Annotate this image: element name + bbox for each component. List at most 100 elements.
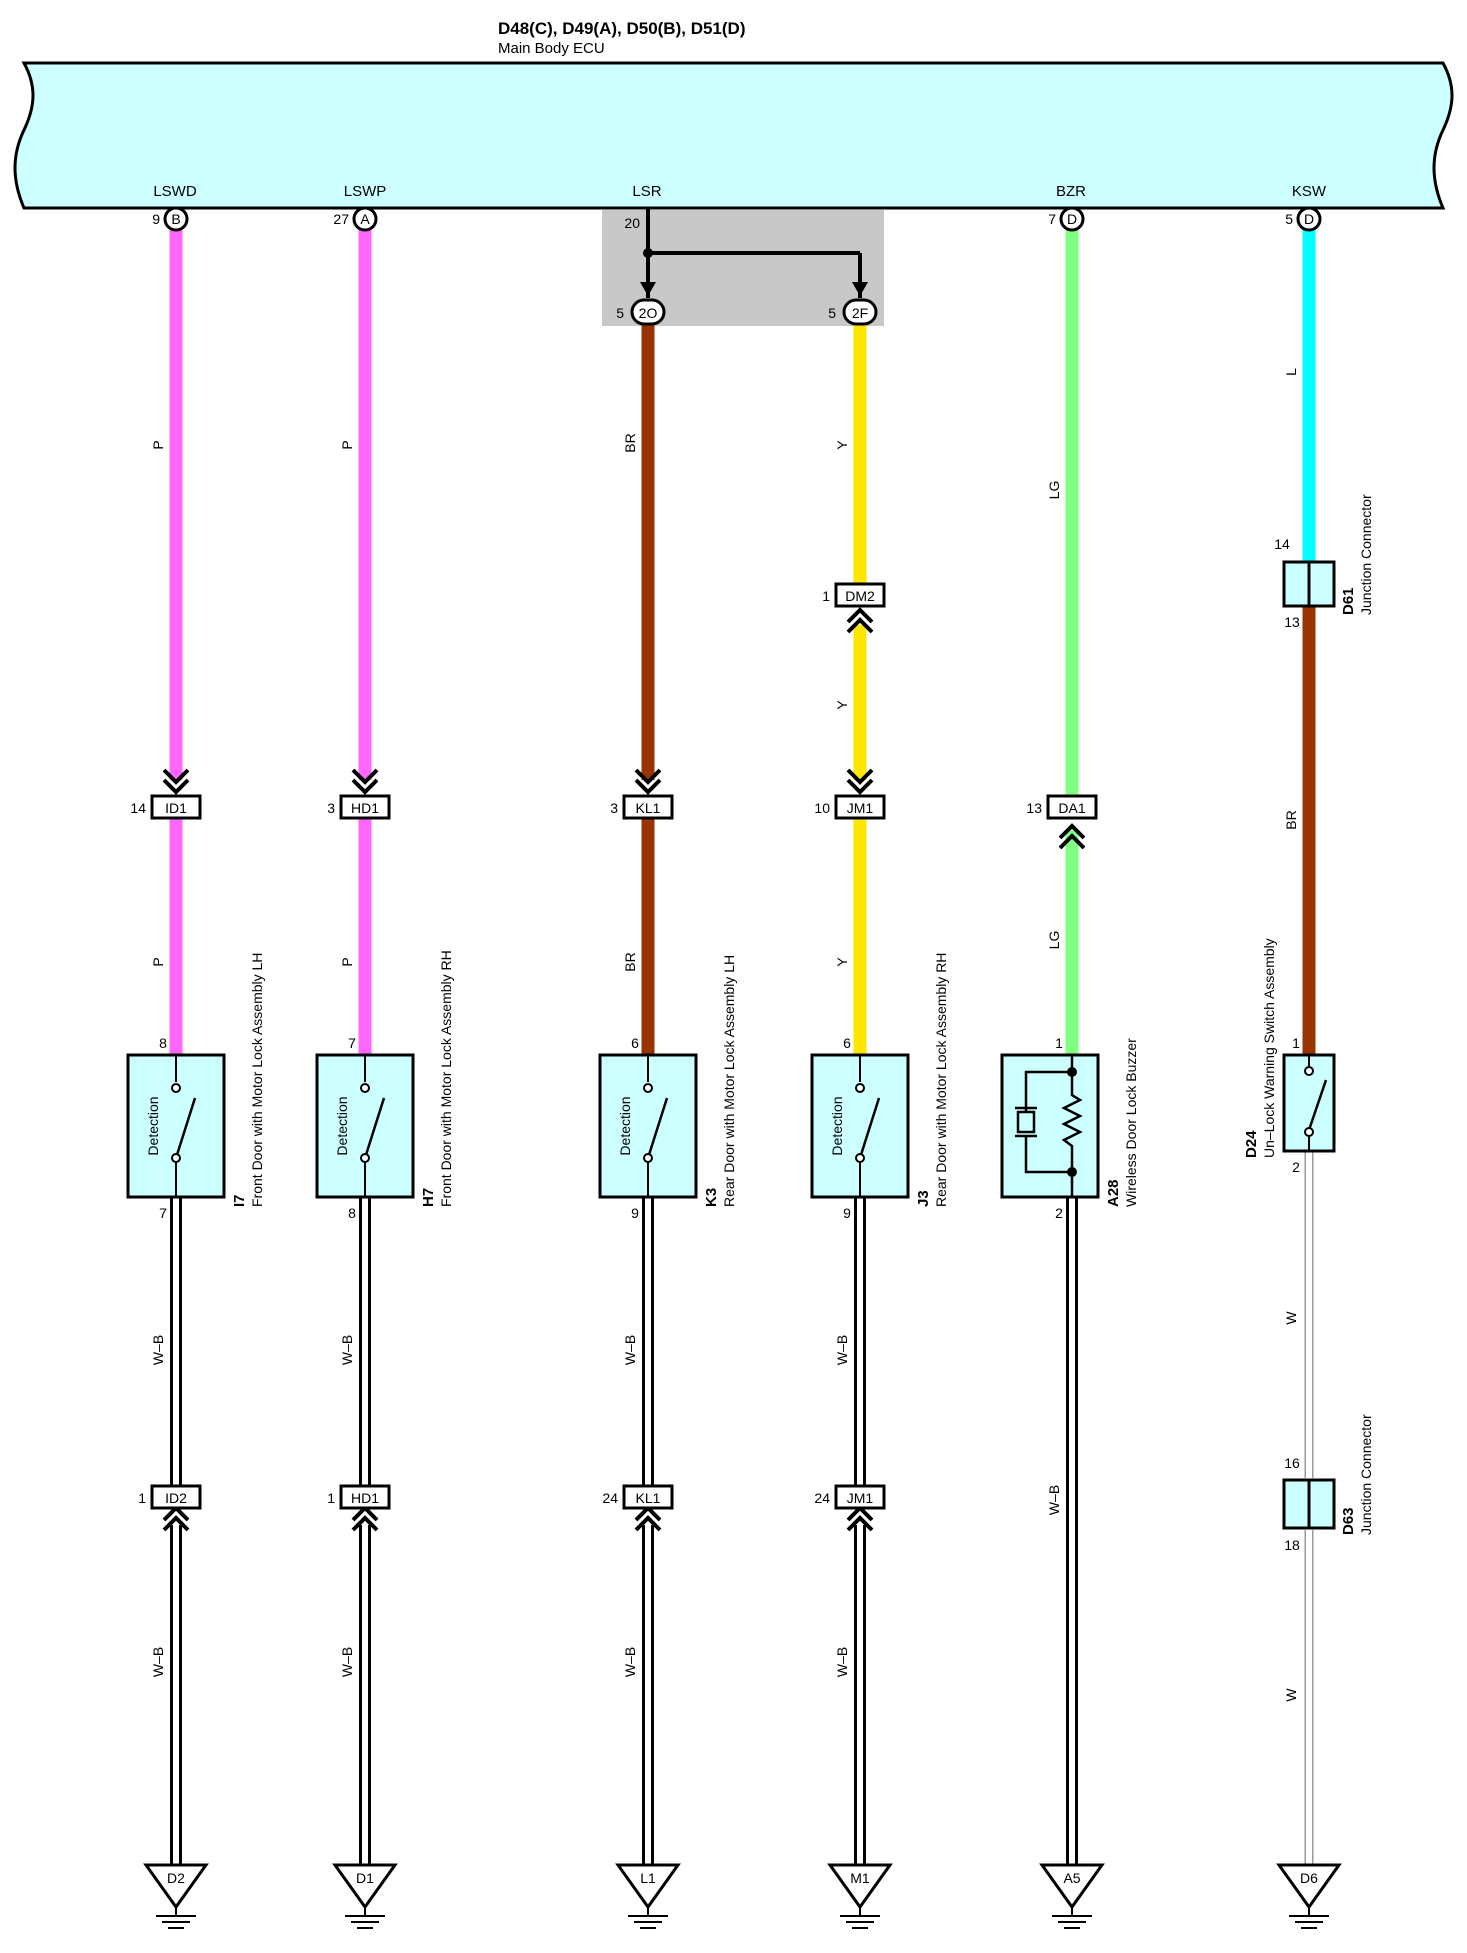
ground-icon — [143, 1863, 209, 1910]
conn-label-2o: 2O — [639, 305, 658, 321]
terminal-name-lsr: LSR — [632, 183, 661, 200]
pin-2: 2 — [1055, 1205, 1063, 1221]
wire-label-w: W — [1283, 1311, 1299, 1325]
pin-27: 27 — [333, 211, 349, 227]
junction-connector-d63: 16 18 D63 Junction Connector — [1282, 1414, 1374, 1553]
pin-16: 16 — [1284, 1455, 1300, 1471]
splice-dot — [643, 248, 653, 258]
conn-letter-d: D — [1067, 211, 1077, 227]
pin-8: 8 — [159, 1035, 167, 1051]
wire-label-y: Y — [834, 700, 850, 710]
pin-24: 24 — [814, 1490, 830, 1506]
ground-label-m1: M1 — [850, 1870, 870, 1886]
component-code-h7: H7 — [420, 1188, 437, 1207]
pin-9: 9 — [843, 1205, 851, 1221]
conn-label-kl1: KL1 — [636, 1490, 661, 1506]
ground-icon — [827, 1863, 893, 1910]
conn-letter-b: B — [171, 211, 180, 227]
component-name: Front Door with Motor Lock Assembly LH — [249, 953, 265, 1207]
ground-d2: D2 — [143, 1863, 209, 1929]
switch-icon — [646, 1097, 669, 1159]
splice-arrow-2f — [852, 282, 868, 296]
wb-wires — [170, 1150, 1314, 1868]
connector-jm1: 10 JM1 — [814, 794, 886, 820]
wire-label-wb: W–B — [622, 1335, 638, 1365]
detection-label: Detection — [617, 1096, 633, 1155]
ecu-terminal-lswd: 9 B — [152, 206, 189, 232]
component-h7: 7 Detection 8 H7 Front Door with Motor L… — [315, 950, 454, 1221]
wire-label-p: P — [150, 957, 166, 966]
connector-kl1-lower: 24 KL1 — [602, 1484, 674, 1510]
terminal-name-ksw: KSW — [1292, 183, 1327, 200]
detection-label: Detection — [145, 1096, 161, 1155]
ground-icon — [332, 1863, 398, 1910]
wire-label-y: Y — [834, 957, 850, 967]
connector-kl1: 3 KL1 — [610, 794, 674, 820]
junction-name: Junction Connector — [1358, 494, 1374, 615]
component-name: Rear Door with Motor Lock Assembly LH — [721, 955, 737, 1207]
detection-label: Detection — [334, 1096, 350, 1155]
pin-20: 20 — [624, 215, 640, 231]
ground-d1: D1 — [332, 1863, 398, 1929]
wire-label-wb: W–B — [622, 1647, 638, 1677]
component-name: Rear Door with Motor Lock Assembly RH — [933, 953, 949, 1207]
pin-5: 5 — [828, 305, 836, 321]
wire-label-wb: W–B — [150, 1335, 166, 1365]
pin-5: 5 — [1285, 211, 1293, 227]
detection-label: Detection — [829, 1096, 845, 1155]
wire-label-wb: W–B — [150, 1647, 166, 1677]
pin-6: 6 — [843, 1035, 851, 1051]
wire-label-y: Y — [834, 440, 850, 450]
pin-2: 2 — [1292, 1159, 1300, 1175]
ecu-terminal-lswp: 27 A — [333, 206, 378, 232]
conn-letter-d: D — [1304, 211, 1314, 227]
wire-label-wb: W–B — [1046, 1485, 1062, 1515]
component-name: Wireless Door Lock Buzzer — [1123, 1038, 1139, 1207]
junction-code-d63: D63 — [1340, 1507, 1357, 1535]
pin-14: 14 — [1274, 536, 1290, 552]
splice-arrow-2o — [640, 282, 656, 296]
conn-label-kl1: KL1 — [636, 800, 661, 816]
wire-labels: P P P P BR BR BR Y Y Y LG LG L W–B W–B W… — [150, 368, 1299, 1702]
wire-label-wb: W–B — [339, 1335, 355, 1365]
wire-label-lg: LG — [1046, 481, 1062, 500]
buzzer-icon — [1015, 1055, 1083, 1197]
pin-24: 24 — [602, 1490, 618, 1506]
ground-label-l1: L1 — [640, 1870, 656, 1886]
wire-label-wb: W–B — [339, 1647, 355, 1677]
ground-label-d2: D2 — [167, 1870, 185, 1886]
pin-5: 5 — [616, 305, 624, 321]
conn-label-dm2: DM2 — [845, 588, 875, 604]
terminal-name-bzr: BZR — [1056, 183, 1086, 200]
pin-8: 8 — [348, 1205, 356, 1221]
connector-da1: 13 DA1 — [1026, 794, 1098, 820]
component-code-d24: D24 — [1243, 1130, 1260, 1158]
splice-connector-2o: 5 2O — [616, 298, 666, 326]
ground-l1: L1 — [615, 1863, 681, 1929]
switch-icon — [1307, 1079, 1328, 1131]
conn-label-id1: ID1 — [165, 800, 187, 816]
wire-label-br: BR — [1283, 810, 1299, 829]
pin-14: 14 — [130, 800, 146, 816]
component-code-j3: J3 — [915, 1190, 932, 1207]
wire-label-l: L — [1283, 368, 1299, 376]
wire-label-br: BR — [622, 433, 638, 452]
junction-connector-d61: 14 13 D61 Junction Connector — [1274, 494, 1374, 630]
wire-label-w: W — [1283, 1688, 1299, 1702]
connector-id2: 1 ID2 — [138, 1484, 202, 1510]
pin-7: 7 — [159, 1205, 167, 1221]
component-d24: 1 2 D24 Un–Lock Warning Switch Assembly — [1243, 938, 1336, 1175]
wire-label-lg: LG — [1046, 931, 1062, 950]
component-j3: 6 Detection 9 J3 Rear Door with Motor Lo… — [810, 953, 949, 1221]
wire-label-p: P — [150, 440, 166, 449]
conn-label-id2: ID2 — [165, 1490, 187, 1506]
chevron-icons-upper — [162, 607, 1086, 850]
ground-icon — [1039, 1863, 1105, 1910]
ground-icon — [615, 1863, 681, 1910]
pin-9: 9 — [152, 211, 160, 227]
splice-connector-2f: 5 2F — [828, 298, 878, 326]
ground-label-d6: D6 — [1300, 1870, 1318, 1886]
ecu-terminal-ksw: 5 D — [1285, 206, 1322, 232]
pin-6: 6 — [631, 1035, 639, 1051]
wire-label-wb: W–B — [834, 1335, 850, 1365]
